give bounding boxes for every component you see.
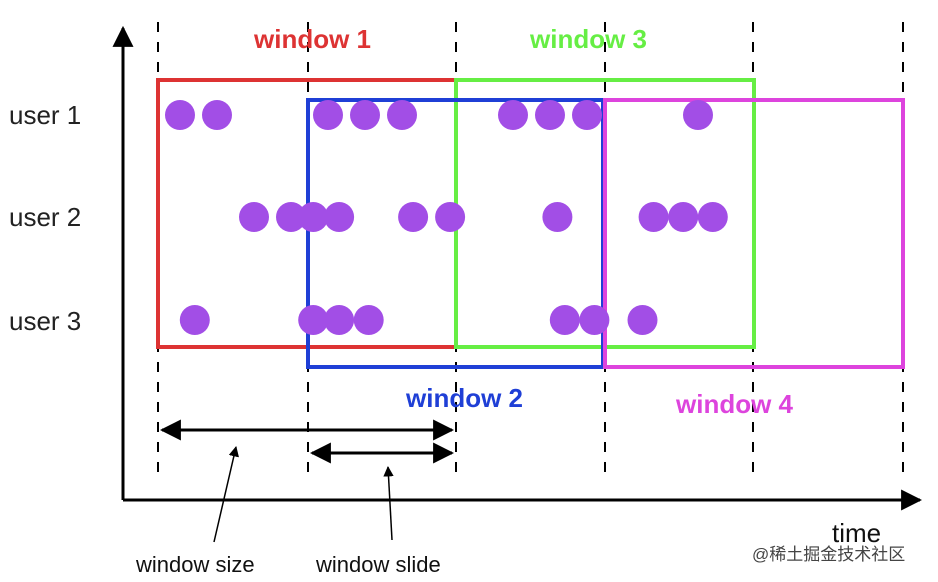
event-dot-user-2-4 xyxy=(324,202,355,232)
window-slide-pointer xyxy=(383,465,394,541)
event-dot-user-2-3 xyxy=(298,202,329,232)
event-dot-user-1-9 xyxy=(683,100,713,130)
event-dot-user-3-4 xyxy=(353,305,384,335)
source-watermark: @稀土掘金技术社区 xyxy=(752,545,905,564)
window-box-4 xyxy=(603,98,905,369)
event-dot-user-2-6 xyxy=(435,202,466,232)
window-size-label: window size xyxy=(135,552,255,577)
user-1-label: user 1 xyxy=(9,100,81,130)
event-dot-user-1-3 xyxy=(313,100,343,130)
event-dot-user-2-5 xyxy=(398,202,429,232)
window-2-title: window 2 xyxy=(405,383,523,413)
event-dot-user-2-1 xyxy=(239,202,269,232)
event-dot-user-3-5 xyxy=(549,305,580,335)
window-4-title: window 4 xyxy=(675,389,794,419)
window-boxes xyxy=(156,78,905,369)
event-dot-user-3-3 xyxy=(324,305,355,335)
event-dot-user-3-6 xyxy=(579,305,610,335)
event-dot-user-3-2 xyxy=(298,305,329,335)
user-2-label: user 2 xyxy=(9,202,81,232)
event-dot-user-1-4 xyxy=(350,100,380,130)
event-dot-user-1-2 xyxy=(202,100,232,130)
window-size-pointer xyxy=(213,445,239,543)
event-dot-user-3-1 xyxy=(179,305,210,335)
event-dot-user-2-9 xyxy=(668,202,699,232)
event-dot-user-3-7 xyxy=(627,305,658,335)
event-dot-user-1-1 xyxy=(165,100,195,130)
event-dot-user-1-5 xyxy=(387,100,417,130)
window-3-title: window 3 xyxy=(529,24,647,54)
event-dot-user-2-2 xyxy=(276,202,306,232)
event-dot-user-1-7 xyxy=(535,100,565,130)
event-dots xyxy=(165,100,728,335)
window-slide-label: window slide xyxy=(315,552,441,577)
event-dot-user-2-10 xyxy=(697,202,728,232)
event-dot-user-1-8 xyxy=(572,100,602,130)
event-dot-user-1-6 xyxy=(498,100,528,130)
user-3-label: user 3 xyxy=(9,306,81,336)
window-1-title: window 1 xyxy=(253,24,371,54)
event-dot-user-2-8 xyxy=(638,202,669,232)
time-axis-label: time xyxy=(832,518,881,548)
event-dot-user-2-7 xyxy=(542,202,573,232)
